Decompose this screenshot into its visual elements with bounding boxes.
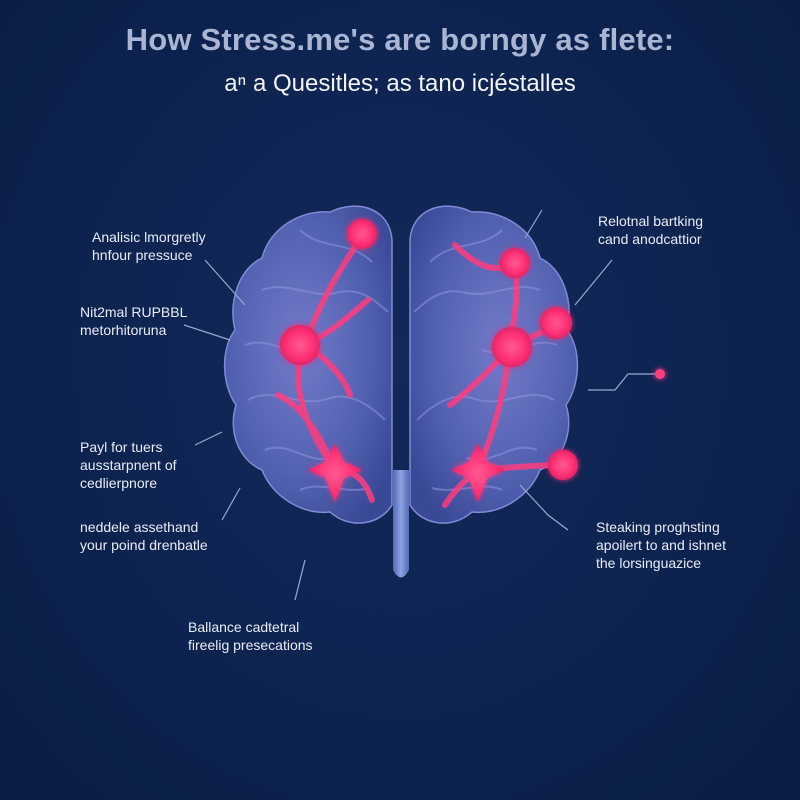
hotspot-star bbox=[451, 444, 505, 502]
label-line: hnfour pressuce bbox=[92, 247, 193, 263]
label-line: Nit2mal RUPBBL bbox=[80, 304, 188, 320]
label-line: fireelig presecations bbox=[188, 637, 313, 653]
label-line: Payl for tuers bbox=[80, 439, 163, 455]
page-subtitle: aⁿ a Quesitles; as tano icjéstalles bbox=[224, 70, 576, 97]
hotspot bbox=[540, 307, 572, 339]
right-hemisphere bbox=[409, 205, 579, 524]
hotspot bbox=[500, 248, 530, 278]
left-hemisphere bbox=[223, 205, 393, 524]
page-title: How Stress.me's are borngy as flete: bbox=[125, 22, 675, 57]
label-line: cedlierpnore bbox=[80, 475, 158, 491]
brain-stem bbox=[393, 470, 409, 578]
hotspot bbox=[655, 369, 665, 379]
hotspot bbox=[280, 325, 320, 365]
label-left-4: neddele assethand your poind drenbatle bbox=[80, 518, 208, 554]
label-line: cand anodcattior bbox=[598, 231, 702, 247]
label-line: neddele assethand bbox=[80, 519, 199, 535]
hotspot bbox=[548, 450, 578, 480]
hotspot bbox=[347, 219, 377, 249]
label-line: ausstarpnent of bbox=[80, 457, 177, 473]
label-line: Relotnal bartking bbox=[598, 213, 704, 229]
label-right-1: Relotnal bartking cand anodcattior bbox=[598, 212, 703, 248]
label-line: the lorsinguazice bbox=[596, 555, 702, 571]
hotspot-star bbox=[308, 444, 362, 502]
label-line: Steaking proghsting bbox=[596, 519, 720, 535]
label-left-3: Payl for tuers ausstarpnent of cedlierpn… bbox=[80, 438, 177, 492]
label-line: Ballance cadtetral bbox=[188, 619, 300, 635]
label-line: apoilert to and ishnet bbox=[596, 537, 726, 553]
stress-hotspots bbox=[280, 219, 665, 502]
label-line: your poind drenbatle bbox=[80, 537, 208, 553]
label-left-1: Analisic lmorgretly hnfour pressuce bbox=[92, 228, 206, 264]
label-bottom: Ballance cadtetral fireelig presecations bbox=[188, 618, 313, 654]
label-line: metorhitoruna bbox=[80, 322, 167, 338]
label-line: Analisic lmorgretly bbox=[92, 229, 206, 245]
label-left-2: Nit2mal RUPBBL metorhitoruna bbox=[80, 303, 187, 339]
leader-lines bbox=[183, 209, 655, 601]
label-right-2: Steaking proghsting apoilert to and ishn… bbox=[596, 518, 726, 572]
hotspot bbox=[492, 327, 532, 367]
